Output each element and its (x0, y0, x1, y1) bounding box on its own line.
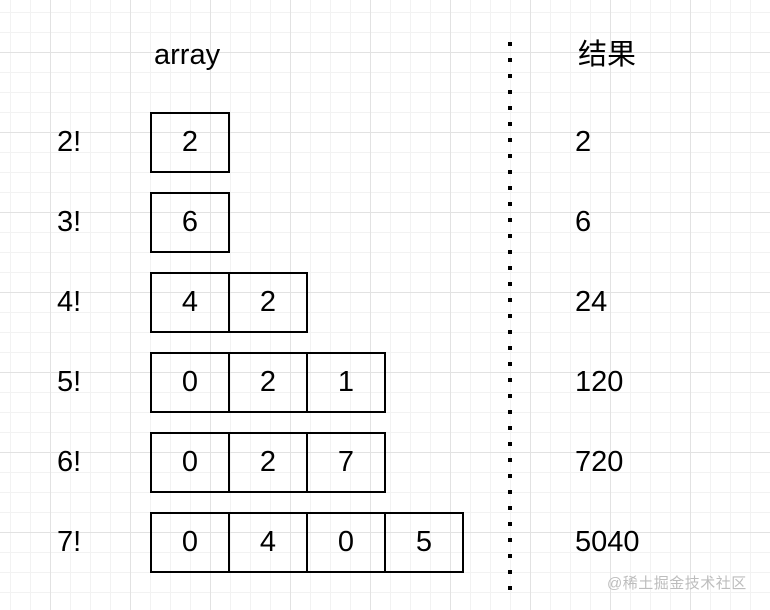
row-result: 6 (575, 206, 592, 238)
array-row: 4 2 (150, 272, 308, 333)
array-cell: 2 (228, 352, 308, 413)
row-result: 720 (575, 446, 624, 478)
array-cell: 5 (384, 512, 464, 573)
array-cell: 0 (150, 352, 230, 413)
row-label: 3! (57, 206, 82, 238)
array-cell: 2 (228, 272, 308, 333)
array-cell: 0 (150, 512, 230, 573)
row-result: 120 (575, 366, 624, 398)
array-row: 0 4 0 5 (150, 512, 464, 573)
array-row: 2 (150, 112, 230, 173)
array-cell: 6 (150, 192, 230, 253)
row-label: 2! (57, 126, 82, 158)
row-label: 4! (57, 286, 82, 318)
array-cell: 0 (150, 432, 230, 493)
array-cell: 2 (150, 112, 230, 173)
row-label: 7! (57, 526, 82, 558)
row-label: 6! (57, 446, 82, 478)
array-row: 6 (150, 192, 230, 253)
array-header: array (154, 39, 221, 71)
watermark: @稀土掘金技术社区 (607, 575, 747, 592)
array-row: 0 2 7 (150, 432, 386, 493)
array-cell: 1 (306, 352, 386, 413)
array-cell: 7 (306, 432, 386, 493)
row-result: 5040 (575, 526, 640, 558)
array-cell: 2 (228, 432, 308, 493)
row-label: 5! (57, 366, 82, 398)
array-row: 0 2 1 (150, 352, 386, 413)
array-cell: 4 (150, 272, 230, 333)
row-result: 2 (575, 126, 592, 158)
result-header: 结果 (578, 39, 637, 71)
dotted-divider (508, 42, 512, 592)
row-result: 24 (575, 286, 608, 318)
array-cell: 0 (306, 512, 386, 573)
array-cell: 4 (228, 512, 308, 573)
